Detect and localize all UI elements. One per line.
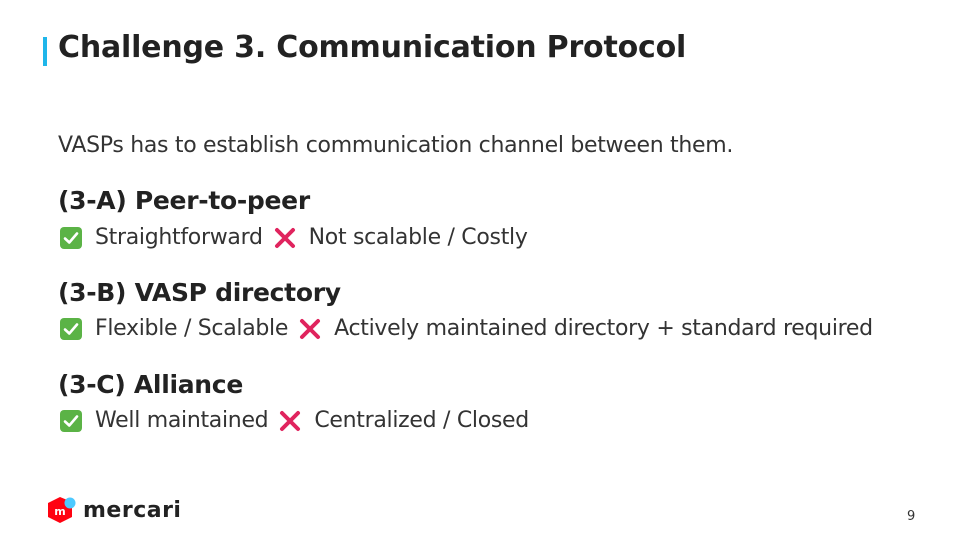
option-a-con: Not scalable / Costly	[308, 225, 528, 250]
cross-mark-icon	[278, 409, 302, 433]
option-a-title: (3-A) Peer-to-peer	[58, 186, 310, 215]
option-b-pro: Flexible / Scalable	[95, 316, 289, 341]
option-c-pro: Well maintained	[95, 408, 269, 433]
logo-text: mercari	[83, 497, 182, 523]
mercari-logo-icon: m	[46, 495, 76, 525]
option-b-title: (3-B) VASP directory	[58, 278, 341, 307]
option-c-title: (3-C) Alliance	[58, 370, 243, 399]
option-c-proscons: Well maintained Centralized / Closed	[60, 408, 529, 433]
option-b-con: Actively maintained directory + standard…	[334, 316, 873, 341]
option-c-con: Centralized / Closed	[314, 408, 529, 433]
option-a-proscons: Straightforward Not scalable / Costly	[60, 225, 528, 250]
check-mark-icon	[60, 317, 82, 340]
page-number: 9	[907, 509, 916, 524]
check-mark-icon	[60, 409, 82, 432]
svg-text:m: m	[54, 505, 65, 518]
cross-mark-icon	[298, 317, 322, 341]
intro-text: VASPs has to establish communication cha…	[58, 133, 734, 158]
mercari-logo: m mercari	[46, 495, 181, 525]
cross-mark-icon	[273, 226, 297, 250]
check-mark-icon	[60, 226, 82, 249]
option-a-pro: Straightforward	[95, 225, 263, 250]
option-b-proscons: Flexible / Scalable Actively maintained …	[60, 316, 873, 341]
slide-title: Challenge 3. Communication Protocol	[58, 30, 687, 65]
title-accent-bar	[43, 37, 47, 66]
